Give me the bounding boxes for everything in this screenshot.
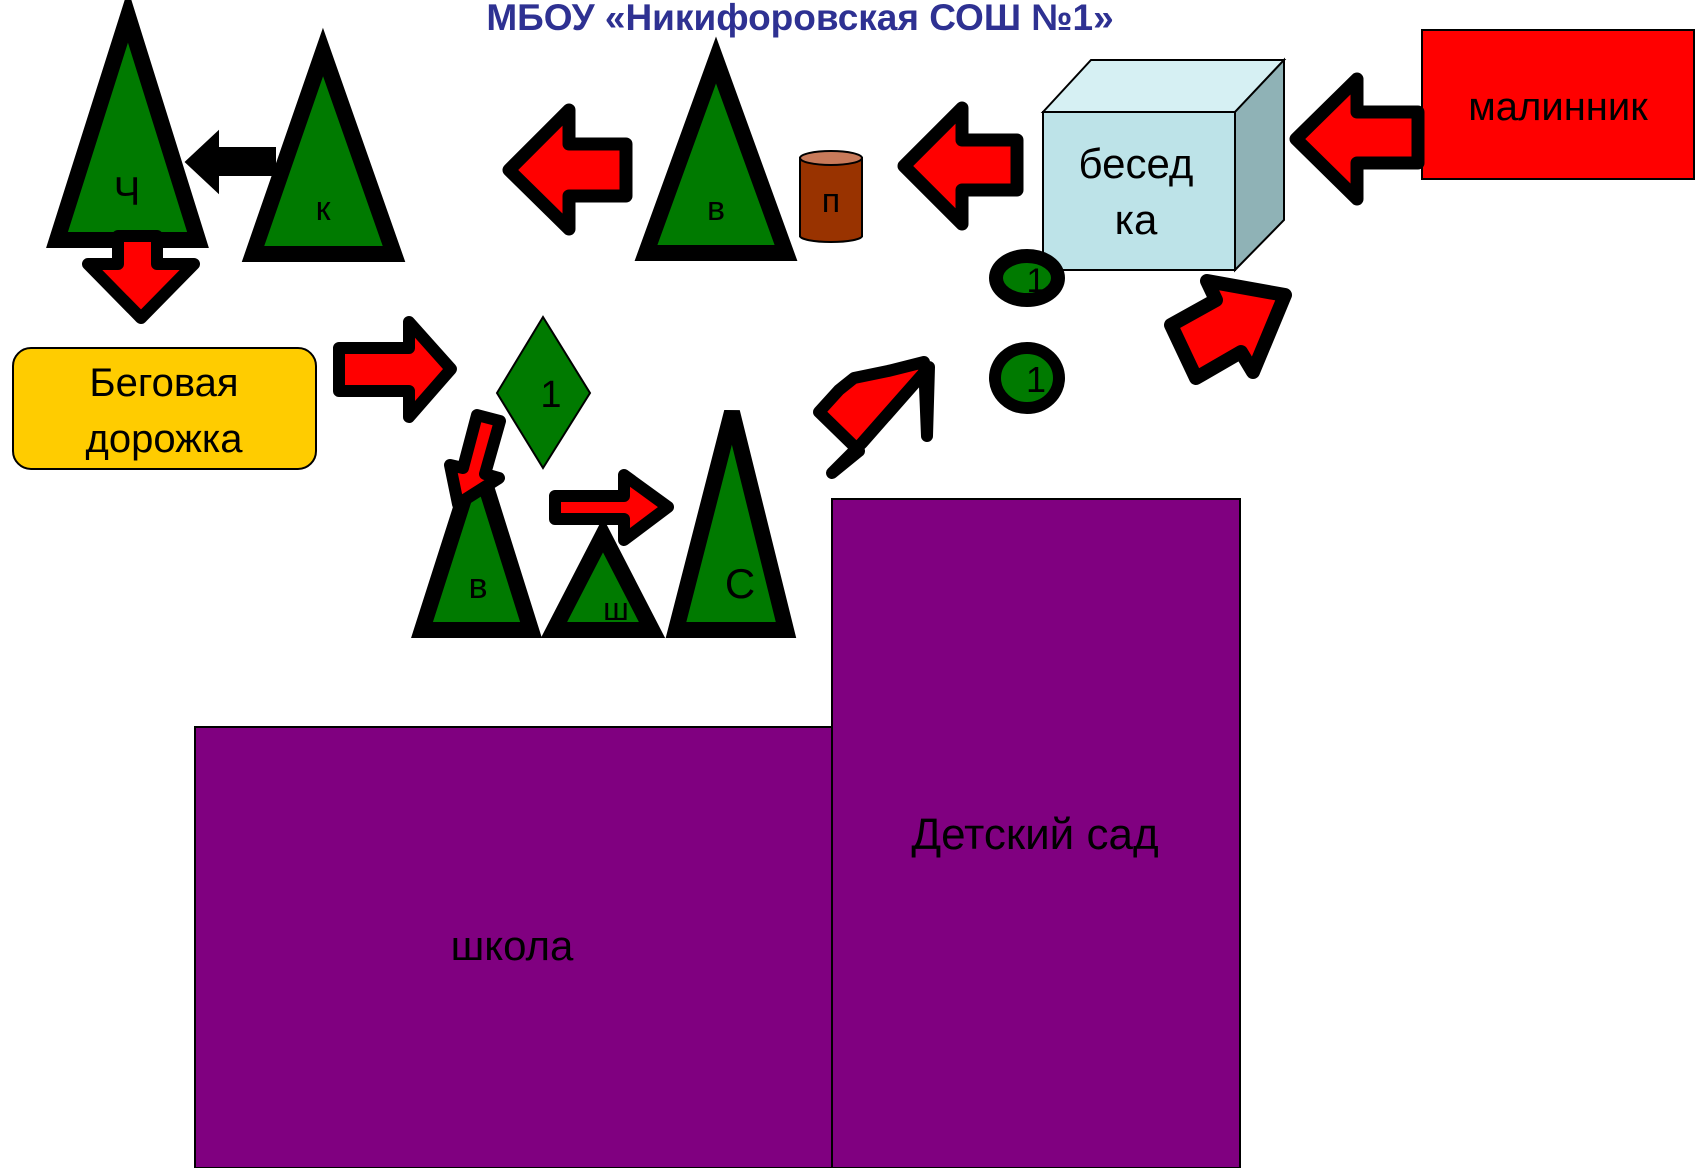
gazebo-front xyxy=(1042,111,1236,271)
running-track-label: дорожка xyxy=(85,417,243,461)
tree-2: к xyxy=(241,27,406,262)
arrow-icon xyxy=(1164,274,1292,385)
trash-bin: п xyxy=(799,150,863,243)
tree-3: в xyxy=(634,36,798,261)
gazebo: бесед ка xyxy=(1040,57,1287,273)
diamond-marker: 1 xyxy=(495,315,592,470)
circle-label: 1 xyxy=(1026,359,1046,400)
arrow-icon xyxy=(897,101,1024,231)
tree-6: С xyxy=(665,410,797,638)
arrows xyxy=(82,72,1425,546)
running-track xyxy=(12,347,317,470)
tree-4: в xyxy=(411,431,542,638)
page-title: МБОУ «Никифоровская СОШ №1» xyxy=(486,0,1113,38)
school-label: школа xyxy=(451,922,574,969)
raspberry-patch xyxy=(1421,29,1695,180)
school-building xyxy=(194,726,833,1168)
tree-label: Ч xyxy=(114,170,141,214)
black-arrow-icon xyxy=(184,129,276,195)
arrow-icon xyxy=(813,356,935,479)
raspberry-patch-label: малинник xyxy=(1468,85,1648,129)
tree-label: в xyxy=(468,565,487,606)
kindergarten-building xyxy=(831,498,1241,1168)
circle-label: 1 xyxy=(1027,262,1046,300)
trash-bin-label: п xyxy=(822,182,840,220)
arrow-icon xyxy=(549,469,674,546)
kindergarten-label: Детский сад xyxy=(911,810,1158,859)
arrow-icon xyxy=(1289,72,1425,206)
circle-marker-1: 1 xyxy=(989,249,1065,307)
arrow-icon xyxy=(502,103,633,236)
tree-label: С xyxy=(725,560,755,607)
arrow-icon xyxy=(82,230,200,324)
running-track-label: Беговая xyxy=(89,361,238,405)
diamond-label: 1 xyxy=(540,374,561,416)
tree-label: в xyxy=(707,190,725,228)
gazebo-label: ка xyxy=(1115,196,1158,243)
arrow-icon xyxy=(444,409,506,510)
tree-label: к xyxy=(316,190,332,228)
arrow-icon xyxy=(333,316,457,423)
tree-1: Ч xyxy=(46,0,209,248)
tree-5: ш xyxy=(540,517,666,638)
circle-marker-2: 1 xyxy=(989,342,1065,414)
tree-label: ш xyxy=(603,591,629,627)
gazebo-label: бесед xyxy=(1079,140,1194,187)
